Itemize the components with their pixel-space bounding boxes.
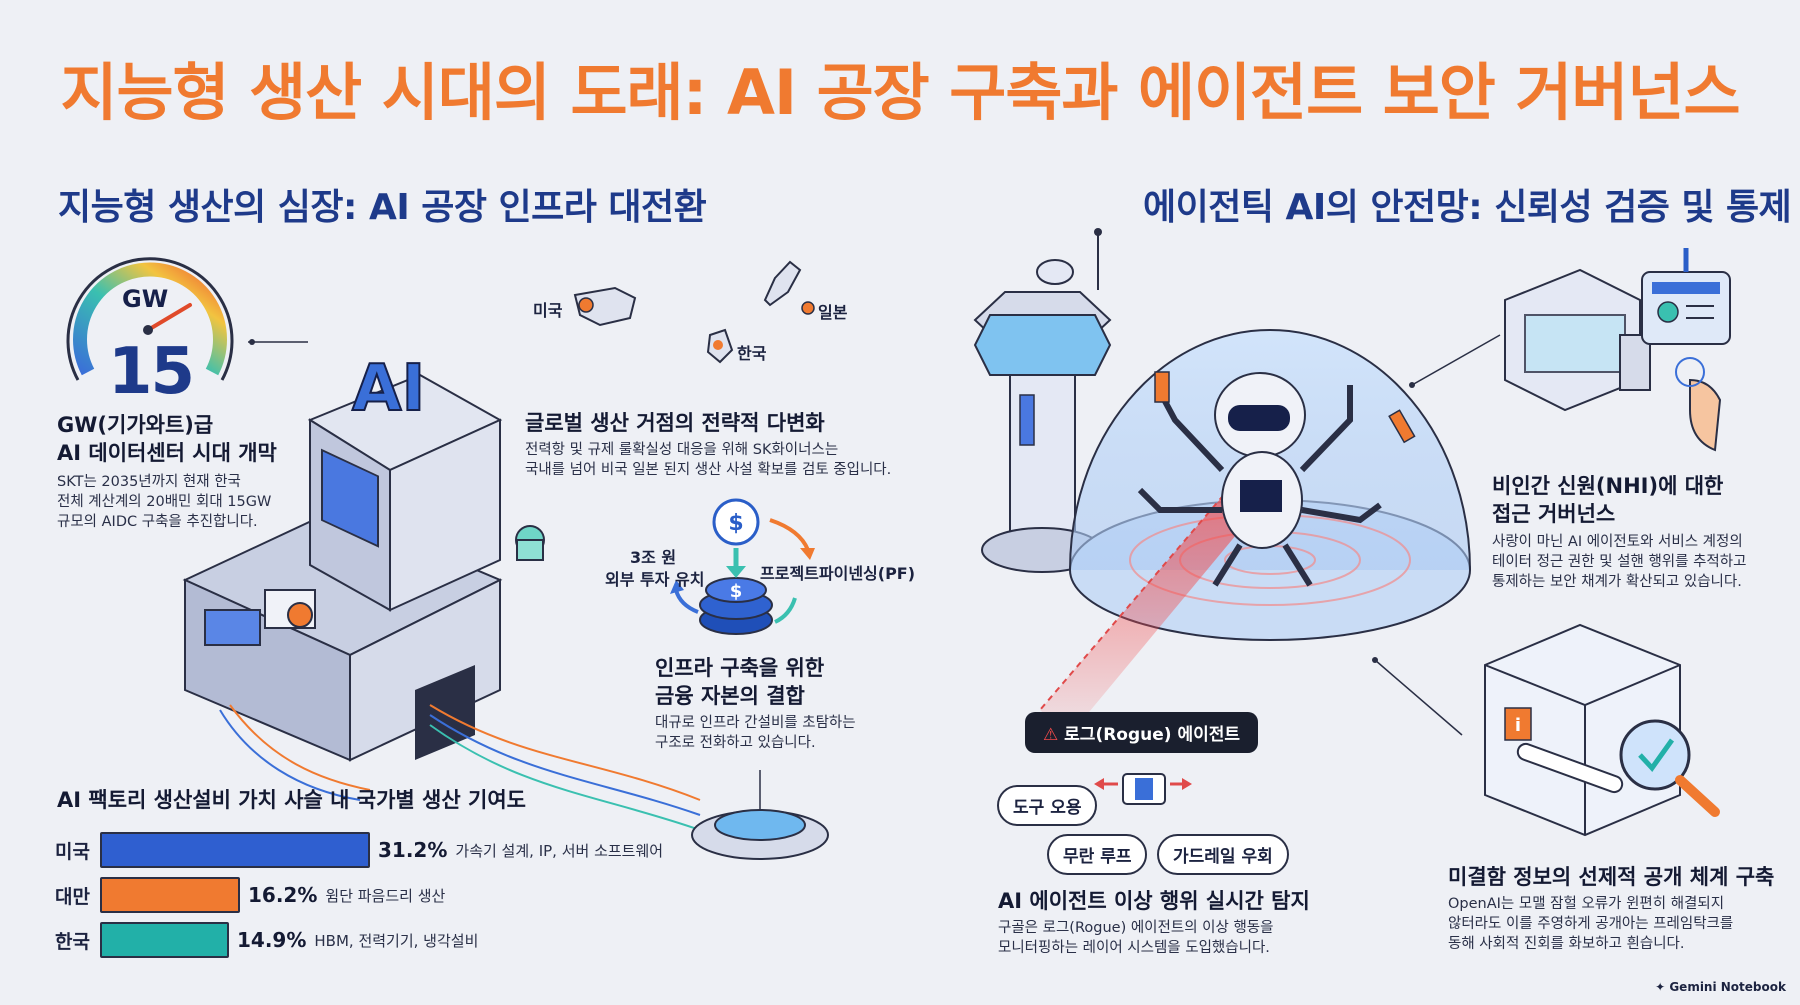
disclosure-body-line3: 동해 사회적 진회를 화보하고 흰습니다. [1448, 936, 1685, 952]
nhi-body-line3: 통제하는 보안 채계가 확산되고 있습니다. [1492, 574, 1742, 590]
bar-row: 미국 31.2% 가속기 설계, IP, 서버 소프트웨어 [55, 830, 663, 870]
chart-title: AI 팩토리 생산설비 가치 사슬 내 국가별 생산 기여도 [57, 788, 526, 812]
transparency-cube-illustration: i [1484, 623, 1720, 837]
bar-value-label: 31.2% [378, 838, 448, 862]
finance-invest-label: 외부 투자 유치 [605, 570, 705, 589]
disclosure-body-line1: OpenAI는 모맬 잠헐 오류가 윈편히 해결되지 [1448, 896, 1725, 912]
gauge-value: 15 [108, 335, 195, 409]
finance-invest-amount: 3조 원 [630, 548, 677, 567]
warning-icon: ⚠ [1043, 725, 1059, 745]
gw-heading-line2: AI 데이터센터 시대 개막 [57, 441, 277, 465]
svg-text:i: i [1515, 715, 1521, 736]
tag-infinite-loop: 무란 루프 [1047, 834, 1148, 875]
map-label-us: 미국 [533, 301, 563, 320]
bar [100, 922, 229, 958]
gw-body-line2: 전체 계산계의 20배민 회대 15GW [57, 494, 272, 510]
tag-guardrail-bypass: 가드레일 우회 [1157, 834, 1289, 875]
finance-body-line1: 대규로 인프라 간설비를 초탐하는 [655, 715, 856, 731]
gauge-unit-label: GW [122, 285, 169, 313]
svg-text:$: $ [728, 511, 743, 536]
map-label-korea: 한국 [737, 344, 767, 363]
inspection-icon [1094, 773, 1192, 805]
factory-ai-logo: AI [351, 351, 426, 427]
rogue-agent-label: 로그(Rogue) 에이전트 [1064, 725, 1241, 745]
gemini-logo-icon: ✦ [1655, 980, 1666, 994]
bar-category-label: 대만 [55, 885, 90, 908]
nhi-body-line2: 테이터 정근 권한 및 설핸 행위를 추적하고 [1492, 554, 1747, 570]
disclosure-heading: 미결함 정보의 선제적 공개 체계 구축 [1448, 865, 1775, 889]
left-section-title: 지능형 생산의 심장: AI 공장 인프라 대전환 [58, 187, 707, 228]
nhi-heading-line1: 비인간 신원(NHI)에 대한 [1492, 474, 1724, 498]
rogue-agent-badge: ⚠ 로그(Rogue) 에이전트 [1025, 712, 1259, 753]
tag-tool-misuse: 도구 오용 [997, 785, 1098, 826]
bar-description: HBM, 전력기기, 냉각설비 [314, 931, 479, 950]
bar-description: 가속기 설계, IP, 서버 소프트웨어 [455, 841, 664, 860]
gw-body-line3: 규모의 AIDC 구축을 추진합니다. [57, 514, 258, 530]
page-title: 지능형 생산 시대의 도래: AI 공장 구축과 에이전트 보안 거버넌스 [60, 56, 1740, 129]
gw-body-line1: SKT는 2035년까지 현재 한국 [57, 474, 241, 490]
svg-text:$: $ [730, 581, 743, 602]
watermark-label: Gemini Notebook [1669, 980, 1786, 994]
ai-factory-illustration [182, 373, 829, 860]
finance-heading-line2: 금융 자본의 결합 [655, 684, 805, 708]
gauge-icon [66, 257, 234, 381]
bar-category-label: 한국 [55, 930, 90, 953]
bar-value-label: 16.2% [248, 883, 318, 907]
map-label-japan: 일본 [818, 303, 848, 322]
detect-body-line2: 모니터핑하는 레이어 시스템을 도입했습니다. [998, 940, 1270, 956]
nhi-body-line1: 사랑이 마닌 AI 에이전토와 서비스 계정의 [1492, 534, 1743, 550]
bar-value-label: 14.9% [237, 928, 307, 952]
disclosure-body-line2: 않터라도 이를 주영하게 공개아는 프레임탁크를 [1448, 916, 1734, 932]
finance-heading-line1: 인프라 구축을 위한 [655, 656, 825, 680]
bar-description: 윔단 파음드리 생산 [325, 886, 446, 905]
watermark: ✦ Gemini Notebook [1655, 980, 1786, 994]
robot-dome-illustration [1039, 329, 1471, 735]
global-heading: 글로벌 생산 거점의 전략적 다변화 [525, 411, 825, 435]
gw-heading-line1: GW(기가와트)급 [57, 413, 214, 437]
access-gate-illustration [1504, 248, 1731, 452]
nhi-heading-line2: 접근 거버넌스 [1492, 502, 1616, 526]
bar [100, 877, 240, 913]
finance-cycle-icon: $ $ [670, 498, 815, 635]
world-map-icon [573, 260, 815, 364]
bar-row: 한국 14.9% HBM, 전력기기, 냉각설비 [55, 920, 478, 960]
bar [100, 832, 370, 868]
global-body-line2: 국내를 넘어 비국 일본 된지 생산 사설 확보를 검토 중입니다. [525, 462, 892, 478]
finance-body-line2: 구조로 전화하고 있습니다. [655, 735, 816, 751]
bar-category-label: 미국 [55, 840, 90, 863]
bar-row: 대만 16.2% 윔단 파음드리 생산 [55, 875, 445, 915]
detect-body-line1: 구골은 로그(Rogue) 에이전트의 이상 행동을 [998, 920, 1274, 936]
detect-heading: AI 에이전트 이상 행위 실시간 탐지 [998, 889, 1310, 913]
global-body-line1: 전력항 및 규제 룰확실성 대응을 위해 SK화이너스는 [525, 442, 839, 458]
right-section-title: 에이전틱 AI의 안전망: 신뢰성 검증 및 통제 [1143, 187, 1792, 228]
finance-pf-label: 프로젝트파이넨싱(PF) [760, 564, 916, 583]
